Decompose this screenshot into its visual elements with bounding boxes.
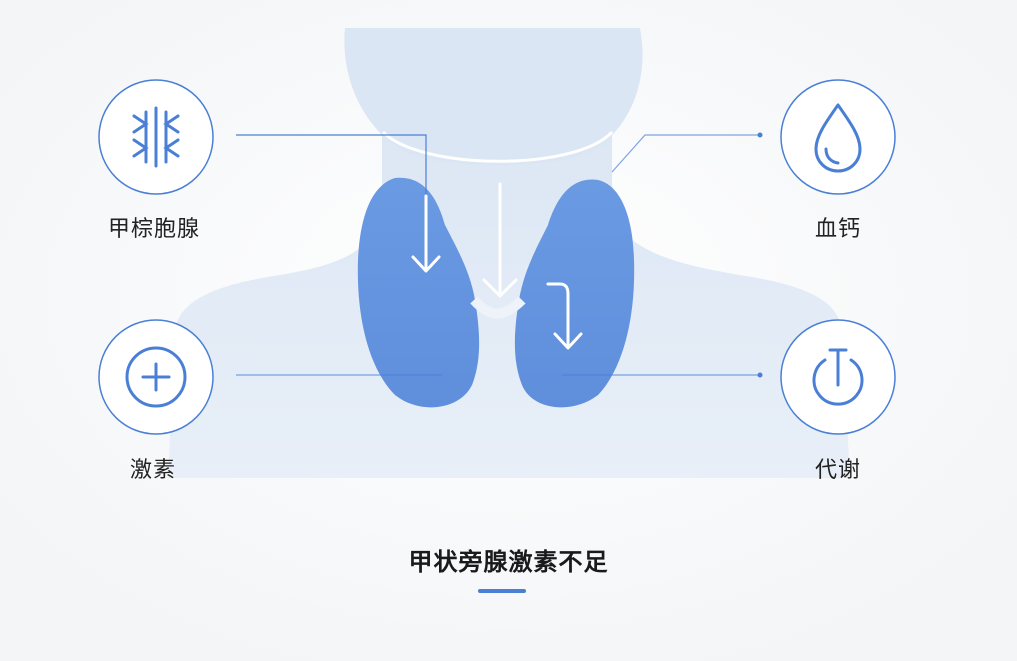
thyroid-isthmus [470,296,526,319]
arrow-down-left-icon [411,194,441,273]
head-silhouette [344,28,643,166]
body-silhouette [168,130,850,478]
label-parathyroid: 甲棕胞腺 [108,217,201,242]
power-icon [780,319,896,435]
thyroid-left-lobe [357,177,480,408]
water-drop-icon [780,79,896,195]
arrow-curve-right-icon [546,282,583,350]
arrow-down-center-icon [482,182,518,298]
label-metabolism: 代谢 [815,458,862,483]
jaw-line [381,130,614,163]
connector-calcium [611,134,760,173]
connector-dot-metabolism [757,372,763,378]
diagram-title: 甲状旁腺激素不足 [408,548,609,576]
thyroid-right-lobe [514,179,635,408]
title-underline [478,589,526,593]
label-calcium: 血钙 [815,217,862,242]
connector-dot-calcium [757,132,763,138]
parathyroid-cell-icon [98,79,214,195]
plus-circle-icon [98,319,214,435]
label-hormone: 激素 [130,458,177,483]
flow-arrows [411,182,583,350]
